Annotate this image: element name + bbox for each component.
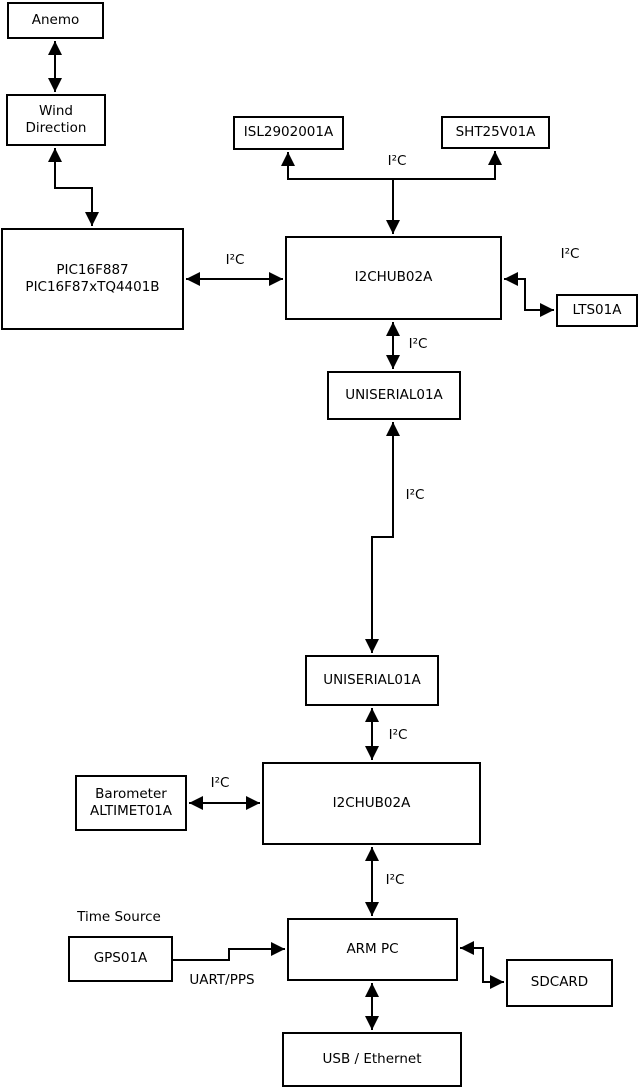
node-isl-sensor-label: ISL2902001A bbox=[243, 124, 334, 141]
node-anemo: Anemo bbox=[7, 2, 104, 39]
node-sht-sensor-label: SHT25V01A bbox=[455, 123, 536, 140]
node-uniserial-top-label: UNISERIAL01A bbox=[345, 386, 443, 403]
node-sdcard: SDCARD bbox=[506, 959, 613, 1007]
i2c-label-pic-hub: I²C bbox=[225, 252, 245, 268]
node-i2c-hub-bottom-label: I2CHUB02A bbox=[332, 794, 411, 811]
i2c-label-barometer: I²C bbox=[210, 775, 230, 791]
node-arm-pc-label: ARM PC bbox=[346, 940, 399, 957]
node-gps: GPS01A bbox=[68, 936, 173, 982]
edge-armpc-sdcard bbox=[460, 941, 504, 989]
node-pic-controller: PIC16F887 PIC16F87xTQ4401B bbox=[1, 228, 184, 330]
node-pic-controller-line2: PIC16F87xTQ4401B bbox=[25, 279, 160, 295]
node-usb-ethernet: USB / Ethernet bbox=[282, 1032, 462, 1087]
i2c-label-hub-armpc: I²C bbox=[385, 872, 405, 888]
edge-branch-isl-sht bbox=[281, 151, 502, 180]
i2c-label-branch: I²C bbox=[387, 153, 407, 169]
node-gps-label: GPS01A bbox=[93, 950, 148, 967]
node-wind-direction-line1: Wind bbox=[39, 102, 73, 119]
node-lts-sensor-label: LTS01A bbox=[572, 301, 622, 318]
i2c-label-uniserial-hub: I²C bbox=[388, 727, 408, 743]
node-uniserial-bottom-label: UNISERIAL01A bbox=[323, 671, 421, 688]
node-uniserial-bottom: UNISERIAL01A bbox=[305, 655, 439, 706]
edge-uniserial-top-uniserial-bottom bbox=[365, 422, 400, 653]
node-usb-ethernet-label: USB / Ethernet bbox=[322, 1050, 422, 1067]
node-pic-controller-line1: PIC16F887 bbox=[56, 261, 129, 278]
node-wind-direction: Wind Direction bbox=[6, 94, 106, 146]
node-lts-sensor: LTS01A bbox=[556, 294, 638, 327]
time-source-label: Time Source bbox=[77, 909, 161, 925]
node-i2c-hub-top-label: I2CHUB02A bbox=[354, 269, 433, 286]
node-arm-pc: ARM PC bbox=[287, 918, 458, 981]
node-barometer-line1: Barometer bbox=[95, 785, 167, 802]
node-sdcard-label: SDCARD bbox=[530, 974, 589, 991]
node-sht-sensor: SHT25V01A bbox=[441, 116, 550, 149]
node-barometer-line2: ALTIMET01A bbox=[90, 803, 172, 819]
node-barometer: Barometer ALTIMET01A bbox=[75, 775, 187, 831]
edge-gps-armpc bbox=[173, 942, 285, 961]
node-i2c-hub-top: I2CHUB02A bbox=[285, 236, 502, 320]
uart-pps-label: UART/PPS bbox=[189, 972, 255, 988]
node-isl-sensor: ISL2902001A bbox=[233, 116, 344, 150]
edge-i2chub-top-lts bbox=[504, 272, 554, 317]
i2c-label-lts: I²C bbox=[560, 246, 580, 262]
node-wind-direction-line2: Direction bbox=[25, 120, 87, 136]
edge-wind-pic bbox=[48, 148, 99, 226]
node-i2c-hub-bottom: I2CHUB02A bbox=[262, 762, 481, 845]
node-uniserial-top: UNISERIAL01A bbox=[327, 371, 461, 420]
i2c-label-uniserial-link: I²C bbox=[405, 487, 425, 503]
i2c-label-hub-uniserial: I²C bbox=[408, 336, 428, 352]
node-anemo-label: Anemo bbox=[31, 11, 80, 28]
